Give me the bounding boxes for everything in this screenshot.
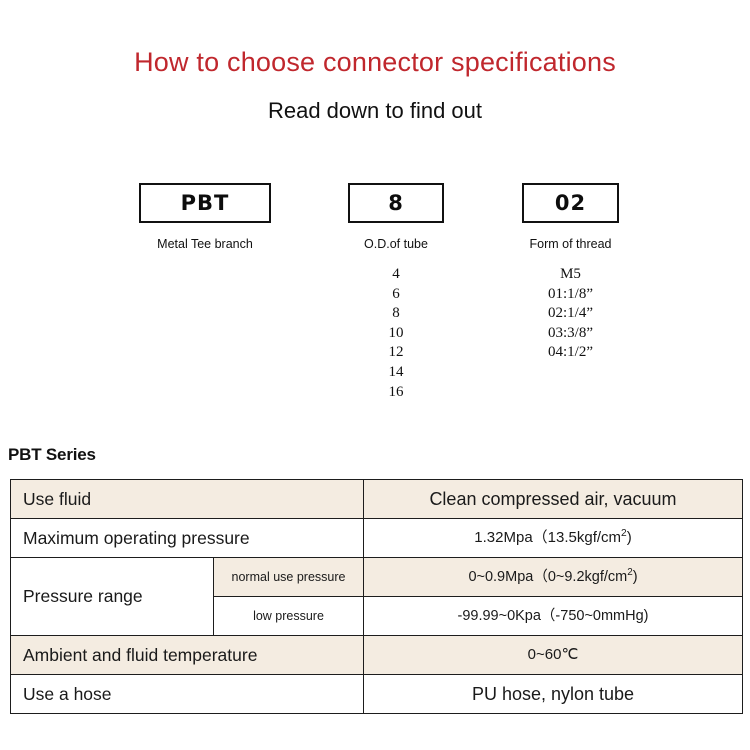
spec-value-superscript: 2 bbox=[627, 567, 633, 579]
spec-value-text: -99.99~0Kpa（-750~0mmHg) bbox=[457, 608, 649, 624]
code-option-item: 01:1/8” bbox=[548, 285, 593, 302]
code-option-item: 02:1/4” bbox=[548, 305, 593, 322]
code-caption-tube: O.D.of tube bbox=[364, 237, 428, 251]
spec-label-use-fluid: Use fluid bbox=[10, 479, 364, 519]
code-option-item: 12 bbox=[388, 344, 404, 361]
spec-sublabel-normal-use-pressure: normal use pressure bbox=[213, 557, 364, 597]
page-subtitle: Read down to find out bbox=[267, 98, 483, 123]
spec-value-text: Clean compressed air, vacuum bbox=[429, 489, 677, 509]
spec-label-temperature: Ambient and fluid temperature bbox=[10, 635, 364, 675]
code-column-thread: 02 Form of thread M5 01:1/8” 02:1/4” 03:… bbox=[522, 183, 619, 363]
code-options-thread: M5 01:1/8” 02:1/4” 03:3/8” 04:1/2” bbox=[522, 265, 619, 363]
code-option-item: 04:1/2” bbox=[548, 344, 593, 361]
code-breakdown-section: PBT Metal Tee branch 8 O.D.of tube 4 6 8… bbox=[0, 183, 750, 423]
spec-label-text: Pressure range bbox=[23, 586, 143, 606]
code-option-item: 10 bbox=[388, 324, 404, 341]
table-row: Pressure range normal use pressure 0~0.9… bbox=[10, 557, 743, 636]
spec-value-text: 0~0.9Mpa（0~9.2kgf/cm2) bbox=[364, 558, 742, 596]
spec-value-temperature: 0~60℃ bbox=[363, 635, 743, 675]
code-option-item: 14 bbox=[388, 363, 404, 380]
spec-value-max-pressure: 1.32Mpa（13.5kgf/cm2) bbox=[363, 518, 743, 558]
spec-label-use-hose: Use a hose bbox=[10, 674, 364, 714]
spec-value-main: 0~0.9Mpa（0~9.2kgf/cm bbox=[468, 569, 628, 585]
spec-table: Use fluid Clean compressed air, vacuum M… bbox=[10, 479, 743, 714]
spec-value-use-fluid: Clean compressed air, vacuum bbox=[363, 479, 743, 519]
spec-label-text: Maximum operating pressure bbox=[23, 528, 250, 548]
spec-label-max-pressure: Maximum operating pressure bbox=[10, 518, 364, 558]
spec-label-pressure-range: Pressure range bbox=[10, 557, 214, 636]
code-option-item: 4 bbox=[392, 266, 400, 282]
code-option-item: 16 bbox=[388, 383, 404, 400]
spec-value-text: 0~60℃ bbox=[527, 646, 579, 663]
code-column-tube: 8 O.D.of tube 4 6 8 10 12 14 16 bbox=[348, 183, 444, 402]
table-row: Use a hose PU hose, nylon tube bbox=[10, 674, 743, 714]
spec-sublabel-text: low pressure bbox=[253, 609, 324, 623]
spec-value-main: 1.32Mpa（13.5kgf/cm bbox=[474, 529, 622, 546]
code-caption-thread: Form of thread bbox=[529, 237, 612, 251]
spec-value-use-hose: PU hose, nylon tube bbox=[363, 674, 743, 714]
spec-sublabel-low-pressure: low pressure bbox=[213, 596, 364, 636]
spec-value-text: PU hose, nylon tube bbox=[471, 684, 635, 704]
code-box-tube-value: 8 bbox=[388, 190, 404, 215]
table-row: Use fluid Clean compressed air, vacuum bbox=[10, 479, 743, 519]
spec-label-text: Use fluid bbox=[23, 489, 92, 509]
table-row: Maximum operating pressure 1.32Mpa（13.5k… bbox=[10, 518, 743, 558]
code-box-tube: 8 bbox=[348, 183, 444, 223]
spec-label-text: Ambient and fluid temperature bbox=[23, 645, 258, 665]
spec-label-text: Use a hose bbox=[23, 684, 112, 704]
code-option-item: M5 bbox=[560, 266, 581, 282]
code-box-series: PBT bbox=[139, 183, 271, 223]
code-option-item: 6 bbox=[392, 285, 400, 302]
spec-series-heading: PBT Series bbox=[8, 445, 96, 464]
spec-value-tail: ) bbox=[632, 569, 638, 585]
page-title: How to choose connector specifications bbox=[134, 47, 616, 77]
code-options-tube: 4 6 8 10 12 14 16 bbox=[348, 265, 444, 402]
code-box-series-value: PBT bbox=[180, 190, 230, 215]
table-row: Ambient and fluid temperature 0~60℃ bbox=[10, 635, 743, 675]
spec-value-tail: ) bbox=[626, 529, 632, 546]
code-caption-series: Metal Tee branch bbox=[157, 237, 253, 251]
spec-value-low-pressure: -99.99~0Kpa（-750~0mmHg) bbox=[363, 596, 743, 636]
code-box-thread: 02 bbox=[522, 183, 619, 223]
code-option-item: 8 bbox=[392, 305, 400, 322]
spec-sublabel-text: normal use pressure bbox=[231, 570, 346, 584]
spec-value-normal-use-pressure: 0~0.9Mpa（0~9.2kgf/cm2) bbox=[363, 557, 743, 597]
code-column-series: PBT Metal Tee branch bbox=[139, 183, 271, 251]
spec-value-superscript: 2 bbox=[621, 528, 627, 539]
spec-value-text: 1.32Mpa（13.5kgf/cm2) bbox=[364, 519, 742, 557]
code-option-item: 03:3/8” bbox=[548, 324, 593, 341]
code-box-thread-value: 02 bbox=[554, 190, 587, 215]
